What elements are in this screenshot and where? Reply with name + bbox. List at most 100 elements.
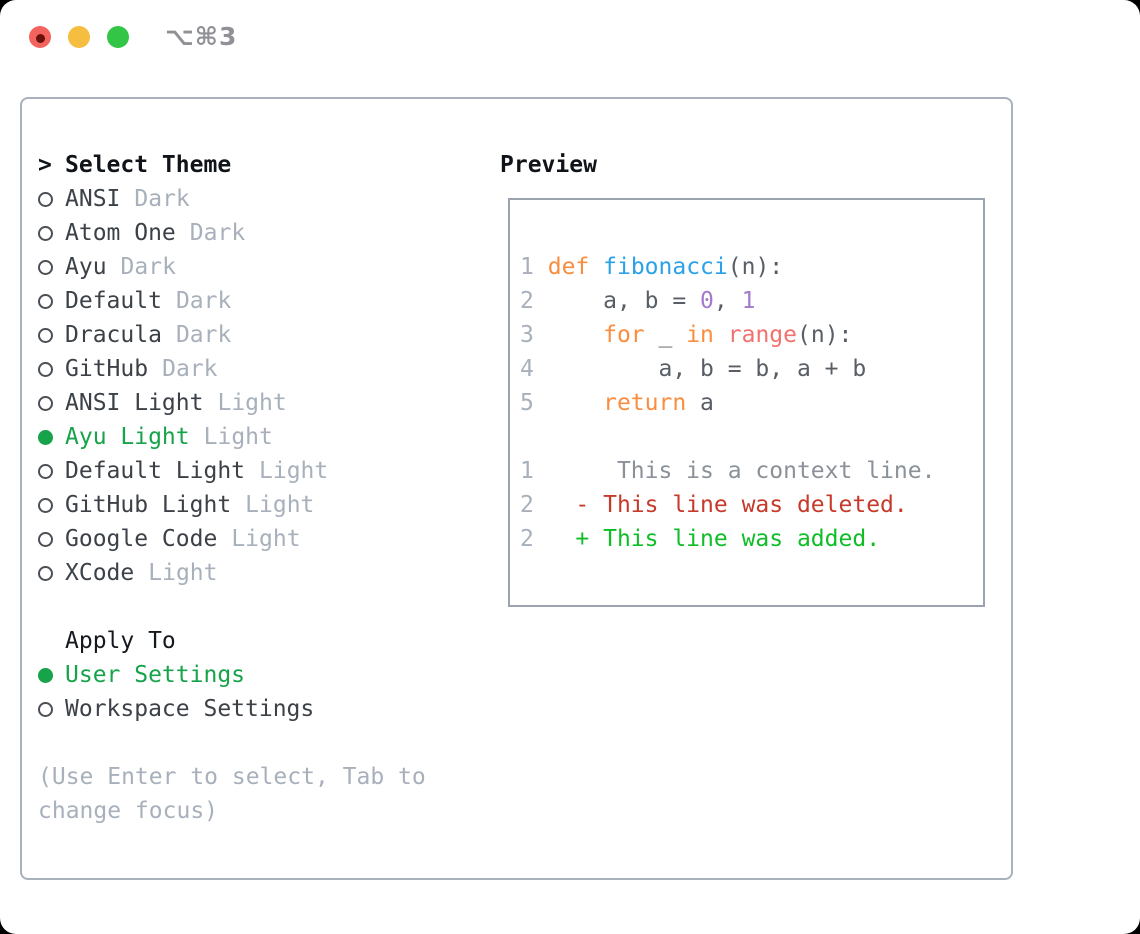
code-line: [520, 420, 983, 454]
theme-option-ayu-light[interactable]: Ayu Light Light: [38, 420, 426, 454]
theme-option-xcode[interactable]: XCode Light: [38, 556, 426, 590]
code-line: 2 + This line was added.: [520, 526, 881, 552]
theme-option-github[interactable]: GitHub Dark: [38, 352, 426, 386]
apply-option-user-settings[interactable]: User Settings: [38, 658, 426, 692]
option-label: ANSI: [65, 186, 121, 212]
radio-dot: [38, 429, 53, 445]
code-line: 4 a, b = b, a + b: [520, 356, 867, 382]
option-label: Workspace Settings: [65, 696, 315, 722]
code-line: 1 This is a context line.: [520, 458, 936, 484]
preview-box: 1 def fibonacci(n): 2 a, b = 0, 1 3 for _ …: [508, 198, 985, 607]
radio-dot: [38, 463, 53, 479]
code-line: 1 def fibonacci(n):: [520, 254, 784, 280]
theme-option-google-code[interactable]: Google Code Light: [38, 522, 426, 556]
help-text-line-1: (Use Enter to select, Tab to: [38, 764, 426, 790]
spacer: [38, 590, 426, 624]
option-label: Default: [65, 288, 162, 314]
theme-option-default-light[interactable]: Default Light Light: [38, 454, 426, 488]
radio-dot: [38, 191, 53, 207]
option-label: Dracula: [65, 322, 162, 348]
radio-icon: [38, 497, 65, 513]
minimize-button[interactable]: [68, 26, 90, 48]
apply-option-workspace-settings[interactable]: Workspace Settings: [38, 692, 426, 726]
option-tag: Dark: [120, 254, 176, 280]
code-line: 2 - This line was deleted.: [520, 492, 908, 518]
theme-option-ansi-light[interactable]: ANSI Light Light: [38, 386, 426, 420]
option-tag: Dark: [189, 220, 246, 246]
radio-selected-icon: [38, 667, 65, 683]
option-label: Atom One: [65, 220, 176, 246]
option-label: GitHub Light: [65, 492, 232, 518]
titlebar: ⌥⌘3: [0, 0, 1140, 70]
theme-option-atom-one[interactable]: Atom One Dark: [38, 216, 426, 250]
radio-dot: [38, 531, 53, 547]
radio-icon: [38, 531, 65, 547]
prompt-icon: >: [38, 152, 52, 178]
option-label: ANSI Light: [65, 390, 204, 416]
option-label: XCode: [65, 560, 135, 586]
radio-dot: [38, 497, 53, 513]
close-button[interactable]: [29, 26, 51, 48]
option-tag: Dark: [175, 322, 232, 348]
maximize-button[interactable]: [107, 26, 129, 48]
radio-dot: [38, 565, 53, 581]
code-line: 2 a, b = 0, 1: [520, 288, 756, 314]
preview-title: Preview: [500, 152, 597, 178]
select-theme-title: Select Theme: [65, 152, 232, 178]
option-label: GitHub: [65, 356, 149, 382]
radio-dot: [38, 225, 53, 241]
help-text-line-2: change focus): [38, 798, 219, 824]
theme-option-ayu[interactable]: Ayu Dark: [38, 250, 426, 284]
option-label: User Settings: [65, 662, 246, 688]
option-tag: Light: [148, 560, 218, 586]
spacer: [38, 726, 426, 760]
option-tag: Light: [217, 390, 287, 416]
radio-dot: [38, 667, 53, 683]
option-label: Default Light: [65, 458, 246, 484]
preview-code: 1 def fibonacci(n): 2 a, b = 0, 1 3 for _ …: [520, 250, 983, 556]
theme-option-default[interactable]: Default Dark: [38, 284, 426, 318]
radio-selected-icon: [38, 429, 65, 445]
radio-icon: [38, 565, 65, 581]
option-tag: Dark: [162, 356, 218, 382]
radio-dot: [38, 259, 53, 275]
select-theme-header: > Select Theme: [38, 148, 426, 182]
apply-to-title: Apply To: [65, 628, 176, 654]
radio-icon: [38, 395, 65, 411]
option-tag: Light: [231, 526, 301, 552]
radio-icon: [38, 701, 65, 717]
preview-header: Preview: [500, 148, 597, 182]
theme-option-dracula[interactable]: Dracula Dark: [38, 318, 426, 352]
option-tag: Light: [245, 492, 315, 518]
radio-icon: [38, 225, 65, 241]
radio-icon: [38, 293, 65, 309]
radio-dot: [38, 395, 53, 411]
radio-icon: [38, 191, 65, 207]
radio-dot: [38, 701, 53, 717]
option-label: Google Code: [65, 526, 218, 552]
radio-dot: [38, 327, 53, 343]
radio-dot: [38, 361, 53, 377]
radio-icon: [38, 463, 65, 479]
option-tag: Dark: [134, 186, 190, 212]
code-line: 5 return a: [520, 390, 714, 416]
option-tag: Light: [203, 424, 273, 450]
option-tag: Dark: [175, 288, 232, 314]
apply-to-header: Apply To: [38, 624, 426, 658]
radio-icon: [38, 327, 65, 343]
code-line: 3 for _ in range(n):: [520, 322, 853, 348]
radio-icon: [38, 259, 65, 275]
option-label: Ayu: [65, 254, 107, 280]
radio-dot: [38, 293, 53, 309]
theme-option-ansi[interactable]: ANSI Dark: [38, 182, 426, 216]
window-title: ⌥⌘3: [165, 22, 238, 51]
theme-option-github-light[interactable]: GitHub Light Light: [38, 488, 426, 522]
option-tag: Light: [259, 458, 329, 484]
option-label: Ayu Light: [65, 424, 190, 450]
